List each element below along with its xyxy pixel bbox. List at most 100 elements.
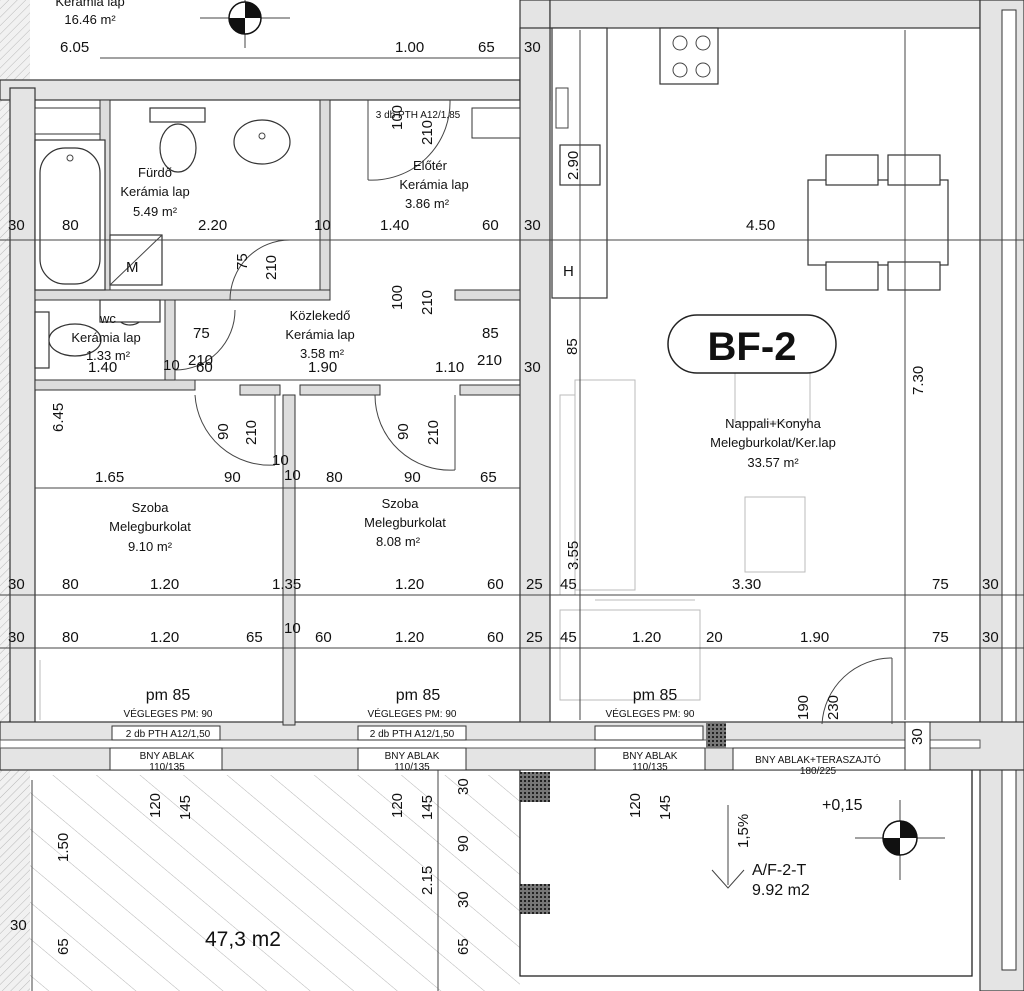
dim-label: 65 [478,39,495,56]
dim-label: 10 [284,620,301,637]
level-label: +0,15 [822,797,863,814]
window-labels: pm 85 VÉGLEGES PM: 90 2 db PTH A12/1,50 … [124,110,882,848]
dim-label: 20 [706,629,723,646]
dim-label: 3.55 [565,541,582,570]
dim-label: 1.90 [308,359,337,376]
hood-label: H [563,263,574,280]
dim-label: 25 [526,629,543,646]
room-area: 8.08 m² [376,534,421,549]
dim-label: 80 [326,469,343,486]
dim-label: 25 [526,576,543,593]
dim-label: 10 [284,467,301,484]
dim-label: 85 [482,325,499,342]
dining-table [807,154,949,291]
dim-label: 90 [215,423,232,440]
dim-label: 65 [246,629,263,646]
dim-label: 145 [177,795,194,820]
dim-label: 75 [932,629,949,646]
dim-label: 10 [272,452,289,469]
dim-label: 60 [315,629,332,646]
room-area: 3.86 m² [405,196,450,211]
dim-label: 90 [404,469,421,486]
dim-label: 1.35 [272,576,301,593]
dim-label: 60 [482,217,499,234]
dim-label: 2.15 [419,866,436,895]
dim-label: 30 [8,629,25,646]
room-area: 3.58 m² [300,346,345,361]
dim-label: 1.20 [632,629,661,646]
dim-label: 45 [560,576,577,593]
dim-label: 2.90 [565,151,582,180]
dim-label: 30 [8,217,25,234]
dim-label: 230 [825,695,842,720]
lintel-label: 2 db PTH A12/1,50 [370,729,455,740]
terrace-name: A/F-2-T [752,862,806,879]
dim-label: 100 [389,105,406,130]
dim-label: 7.30 [910,366,927,395]
dim-label: 30 [909,728,926,745]
dim-label: 6.05 [60,39,89,56]
dim-label: 145 [419,795,436,820]
dim-label: 80 [62,217,79,234]
final-pm-label: VÉGLEGES PM: 90 [606,707,695,720]
dim-label: 30 [524,359,541,376]
dim-label: 210 [263,255,280,280]
dim-label: 1.00 [395,39,424,56]
dim-label: 190 [795,695,812,720]
slope-label: 1,5% [735,814,752,848]
final-pm-label: VÉGLEGES PM: 90 [368,707,457,720]
dim-label: 1.20 [395,576,424,593]
dim-label: 1.40 [88,359,117,376]
dim-label: 210 [243,420,260,445]
pm-label: pm 85 [146,687,191,704]
dim-label: 60 [487,629,504,646]
total-area: 47,3 m2 [205,928,281,951]
vertical-dimension-texts: 100 210 100 210 75 210 2.90 85 90 210 90… [50,105,927,955]
room-floor: Kerámia lap [285,327,354,342]
dimension-lines [0,30,1024,991]
terrace-slab [519,767,973,977]
dim-label: 100 [389,285,406,310]
dim-label: 75 [193,325,210,342]
dim-label: 1.90 [800,629,829,646]
dim-label: 210 [477,352,502,369]
room-name: Közlekedő [290,308,351,323]
room-floor: Kerámia lap [55,0,124,9]
dim-label: 30 [982,629,999,646]
dim-label: 1.50 [55,833,72,862]
lintel-label: 2 db PTH A12/1,50 [126,729,211,740]
window-size: 110/135 [632,762,668,773]
room-area: 33.57 m² [747,455,799,470]
column-marker [520,772,550,802]
dim-label: 90 [224,469,241,486]
door-swings [174,99,893,725]
dim-label: 90 [395,423,412,440]
dim-label: 85 [564,338,581,355]
final-pm-label: VÉGLEGES PM: 90 [124,707,213,720]
apartment-label-badge [667,314,837,374]
dim-label: 30 [524,217,541,234]
apartment-label: BF-2 [708,325,797,369]
room-area: 1.33 m² [86,348,131,363]
dim-label: 120 [147,793,164,818]
dim-label: 210 [425,420,442,445]
north-arrow-icon [200,0,290,48]
room-name: Fürdő [138,165,172,180]
room-floor: Melegburkolat/Ker.lap [710,435,836,450]
window-type: BNY ABLAK [623,751,678,762]
dim-label: 6.45 [50,403,67,432]
dim-label: 10 [314,217,331,234]
dim-label: 30 [455,891,472,908]
dim-label: 80 [62,576,79,593]
pm-label: pm 85 [633,687,678,704]
dim-label: 1.20 [395,629,424,646]
column-marker [520,884,550,914]
slope-arrow-icon [711,805,745,889]
dim-label: 120 [389,793,406,818]
dim-label: 30 [8,576,25,593]
dim-label: 1.65 [95,469,124,486]
window-type: BNY ABLAK [385,751,440,762]
room-name: Szoba [382,496,420,511]
